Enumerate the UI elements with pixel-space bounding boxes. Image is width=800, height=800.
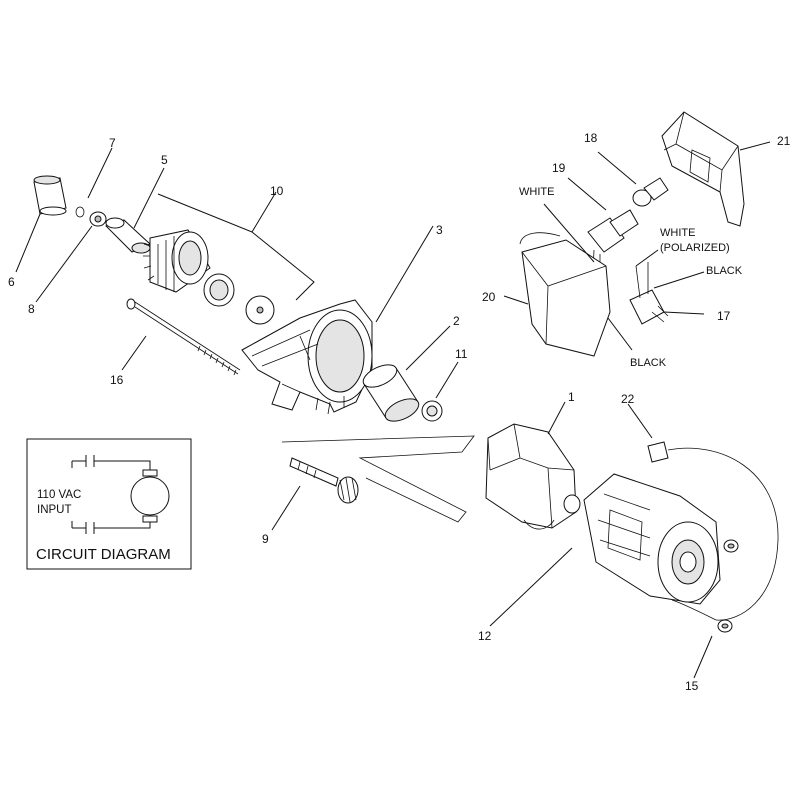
callout-3: 3 — [436, 223, 443, 237]
callout-8: 8 — [28, 302, 35, 316]
part-20-switch — [519, 232, 611, 357]
part-16-bolt — [126, 298, 241, 376]
callout-12: 12 — [478, 629, 492, 643]
part-19-socket — [587, 209, 639, 293]
callout-5: 5 — [161, 153, 168, 167]
label-black-lower: BLACK — [630, 357, 667, 369]
callout-16: 16 — [110, 373, 124, 387]
callout-1: 1 — [568, 390, 575, 404]
part-9-shaft — [281, 435, 475, 523]
callout-18: 18 — [584, 131, 598, 145]
part-3-housing — [241, 299, 373, 415]
callout-7: 7 — [109, 136, 116, 150]
callout-15: 15 — [685, 679, 699, 693]
part-11-nut — [421, 400, 443, 422]
circuit-input-line2: INPUT — [37, 504, 72, 516]
part-22-connector — [647, 441, 779, 621]
callout-numbers: 7 5 10 6 8 3 2 16 11 1 22 9 12 15 18 19 … — [8, 131, 791, 693]
part-15-nut — [717, 619, 733, 633]
part-6-cap — [33, 175, 67, 216]
wire-labels: WHITE WHITE (POLARIZED) BLACK BLACK — [519, 186, 743, 369]
callout-2: 2 — [453, 314, 460, 328]
part-2-bushing — [362, 364, 420, 422]
motor-nuts — [723, 539, 739, 553]
label-white-polarized-2: (POLARIZED) — [660, 242, 730, 254]
circuit-diagram-box: 110 VAC INPUT CIRCUIT DIAGRAM — [26, 438, 192, 570]
part-5-sleeve — [105, 217, 151, 254]
motor-symbol — [130, 476, 170, 516]
circuit-diagram-frame — [26, 438, 192, 570]
callout-10: 10 — [270, 184, 284, 198]
callout-19: 19 — [552, 161, 566, 175]
circuit-input-line1: 110 VAC — [37, 489, 81, 501]
part-7-clip — [75, 206, 85, 218]
callout-22: 22 — [621, 392, 635, 406]
label-white-polarized-1: WHITE — [660, 227, 695, 239]
part-8-washer — [89, 211, 107, 227]
label-black-upper: BLACK — [706, 265, 743, 277]
part-17-plug — [629, 262, 669, 325]
label-white: WHITE — [519, 186, 554, 198]
part-10-gear-assembly — [143, 229, 275, 325]
callout-20: 20 — [482, 290, 496, 304]
part-12-motor — [583, 473, 721, 605]
part-21-switch-cover — [661, 111, 745, 227]
callout-9: 9 — [262, 532, 269, 546]
circuit-diagram-title: CIRCUIT DIAGRAM — [36, 546, 171, 563]
callout-17: 17 — [717, 309, 731, 323]
part-18-lamp — [632, 177, 669, 207]
part-1-gearbox — [485, 423, 581, 530]
callout-6: 6 — [8, 275, 15, 289]
leader-lines — [15, 141, 771, 679]
callout-21: 21 — [777, 134, 791, 148]
callout-11: 11 — [455, 347, 468, 361]
